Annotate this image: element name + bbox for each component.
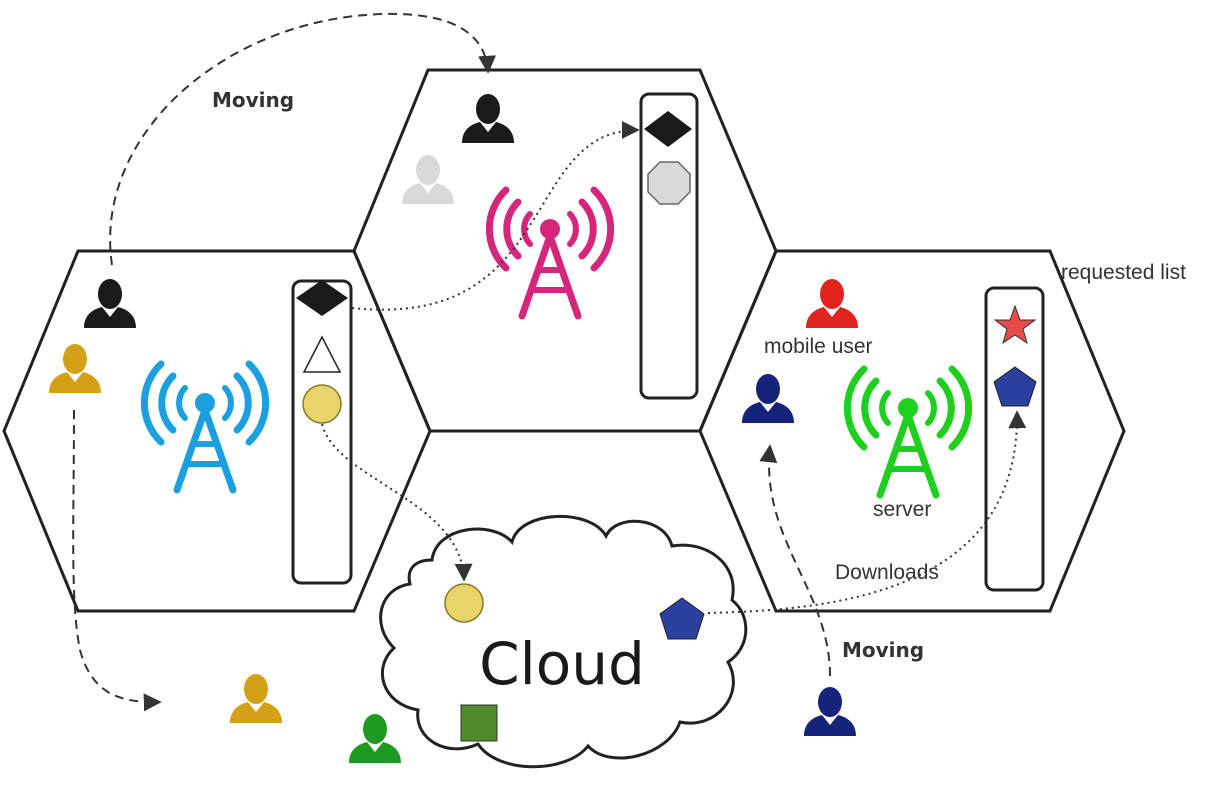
cloud-label: Cloud (479, 630, 645, 698)
person-icon-black-left (84, 279, 136, 328)
content-triangle-outline (302, 335, 342, 373)
cloud-square-green (460, 704, 498, 742)
content-diamond-left (296, 280, 348, 316)
downloads-label: Downloads (835, 561, 939, 584)
person-icon-red-right (806, 279, 858, 328)
person-icon-gray-top (402, 155, 454, 204)
server-label: server (873, 498, 931, 521)
content-star-red (993, 304, 1037, 345)
requested-list-label: requested list (1061, 261, 1186, 284)
hexagon-left (2, 249, 432, 613)
mobile-user-label: mobile user (764, 335, 873, 358)
hexagon-top (352, 68, 778, 433)
cloud-circle-yellow (444, 583, 484, 623)
person-icon-green-bottom (349, 714, 401, 763)
person-icon-black-top (462, 94, 514, 143)
person-icon-navy-right (742, 374, 794, 423)
cell-tower-icon-pink (489, 190, 610, 316)
download-arrow-left-to-top (351, 121, 640, 311)
moving-label-bottom: Moving (842, 638, 924, 662)
moving-arrow-bottom (759, 444, 831, 677)
content-circle-yellow (302, 384, 342, 424)
moving-label-top: Moving (212, 88, 294, 112)
hexagon-right (698, 249, 1126, 613)
content-diamond-top (644, 111, 692, 147)
cloud-pentagon-blue (659, 597, 705, 640)
hexagon-cells (2, 68, 1126, 613)
person-icon-gold-left (49, 344, 101, 393)
person-icon-navy-bottom (804, 687, 856, 736)
content-pentagon-right (993, 366, 1037, 407)
moving-arrow-top (109, 12, 497, 266)
cell-tower-icon-green (847, 369, 968, 495)
cache-list-right (984, 286, 1045, 592)
cache-list-top (639, 92, 699, 400)
moving-arrow-left (72, 409, 162, 712)
content-octagon-gray (647, 161, 691, 205)
cell-tower-icon-blue (144, 364, 265, 490)
person-icon-gold-bottom (230, 674, 282, 723)
cache-list-left (291, 279, 353, 585)
